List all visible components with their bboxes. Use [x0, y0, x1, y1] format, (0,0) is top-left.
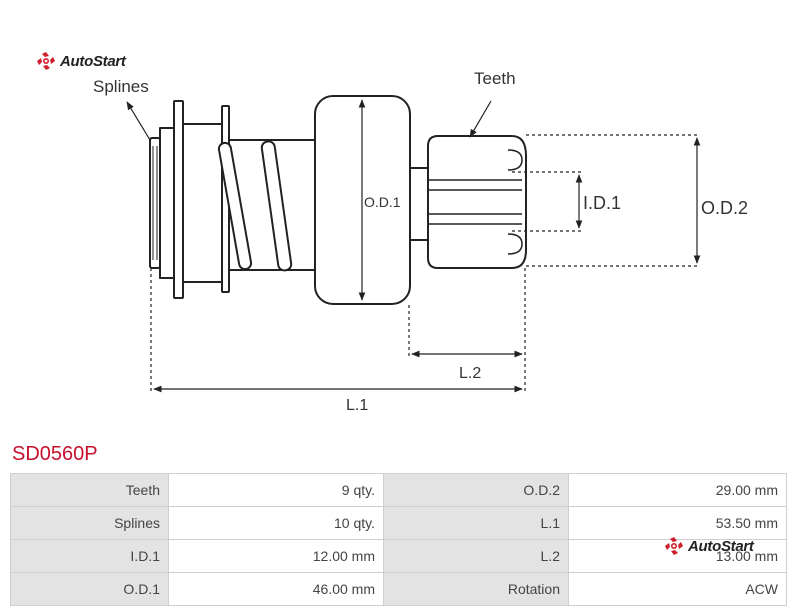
specs-table: Teeth 9 qty. O.D.2 29.00 mm Splines 10 q… [10, 473, 787, 606]
l2-label: L.2 [459, 365, 481, 382]
starter-drive-diagram: Splines Teeth O.D.1 I.D.1 O.D.2 L.2 L.1 [93, 69, 748, 414]
id1-label: I.D.1 [583, 193, 621, 213]
spec-label: Rotation [383, 572, 569, 606]
autostart-logo-icon [37, 52, 55, 70]
spring [217, 140, 293, 272]
table-row: Teeth 9 qty. O.D.2 29.00 mm [10, 473, 787, 507]
table-row: Splines 10 qty. L.1 53.50 mm [10, 506, 787, 540]
brand-watermark: AutoStart [664, 536, 754, 556]
spec-value: 12.00 mm [168, 539, 384, 573]
gear-teeth [409, 135, 527, 269]
spec-value: ACW [568, 572, 787, 606]
autostart-logo-icon [665, 537, 683, 555]
flange [173, 100, 184, 299]
brand-name: AutoStart [688, 537, 754, 555]
spec-label: L.2 [383, 539, 569, 573]
l1-label: L.1 [346, 397, 368, 414]
od1-label: O.D.1 [364, 194, 401, 210]
table-row: O.D.1 46.00 mm Rotation ACW [10, 572, 787, 606]
spec-value: 46.00 mm [168, 572, 384, 606]
spec-value: 29.00 mm [568, 473, 787, 507]
spec-value: 9 qty. [168, 473, 384, 507]
splines-label: Splines [93, 77, 149, 96]
brand-name: AutoStart [60, 52, 126, 70]
table-row: I.D.1 12.00 mm L.2 13.00 mm [10, 539, 787, 573]
od2-label: O.D.2 [701, 198, 748, 218]
part-number: SD0560P [12, 443, 98, 465]
spec-label: Teeth [10, 473, 169, 507]
splines-end [149, 127, 175, 279]
spec-value: 53.50 mm [568, 506, 787, 540]
brand-logo: AutoStart [36, 51, 126, 71]
spec-label: I.D.1 [10, 539, 169, 573]
teeth-label: Teeth [474, 69, 516, 88]
spec-value: 10 qty. [168, 506, 384, 540]
spec-label: O.D.1 [10, 572, 169, 606]
spec-label: Splines [10, 506, 169, 540]
spec-label: O.D.2 [383, 473, 569, 507]
spec-label: L.1 [383, 506, 569, 540]
